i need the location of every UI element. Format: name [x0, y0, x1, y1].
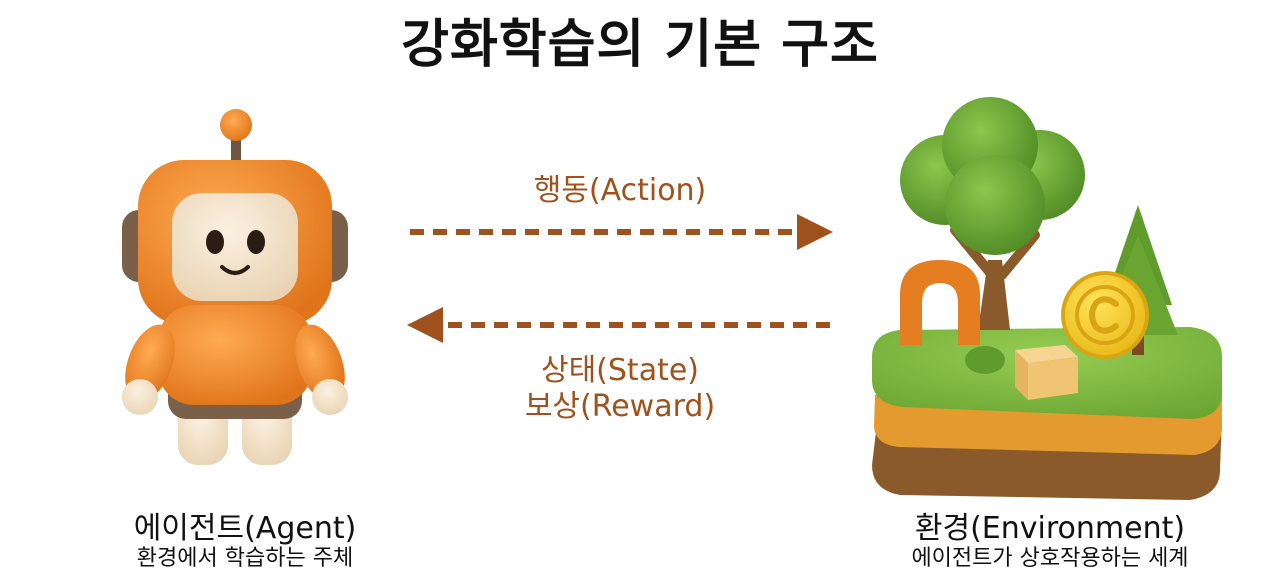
agent-subtitle: 환경에서 학습하는 주체	[136, 546, 354, 571]
state-label: 상태(State)	[540, 353, 700, 388]
environment-subtitle: 에이전트가 상호작용하는 세계	[911, 546, 1189, 571]
feedback-arrow	[407, 307, 830, 343]
reward-label: 보상(Reward)	[524, 389, 716, 424]
action-arrow	[410, 214, 833, 250]
environment-title: 환경(Environment)	[914, 511, 1186, 546]
robot-icon	[122, 109, 348, 465]
page-title: 강화학습의 기본 구조	[401, 15, 879, 75]
island-icon	[872, 97, 1222, 500]
agent-title: 에이전트(Agent)	[133, 511, 357, 546]
agent-caption: 에이전트(Agent) 환경에서 학습하는 주체	[60, 512, 430, 572]
environment-caption: 환경(Environment) 에이전트가 상호작용하는 세계	[850, 512, 1250, 572]
feedback-label: 상태(State) 보상(Reward)	[470, 353, 770, 425]
action-label: 행동(Action)	[533, 173, 707, 208]
